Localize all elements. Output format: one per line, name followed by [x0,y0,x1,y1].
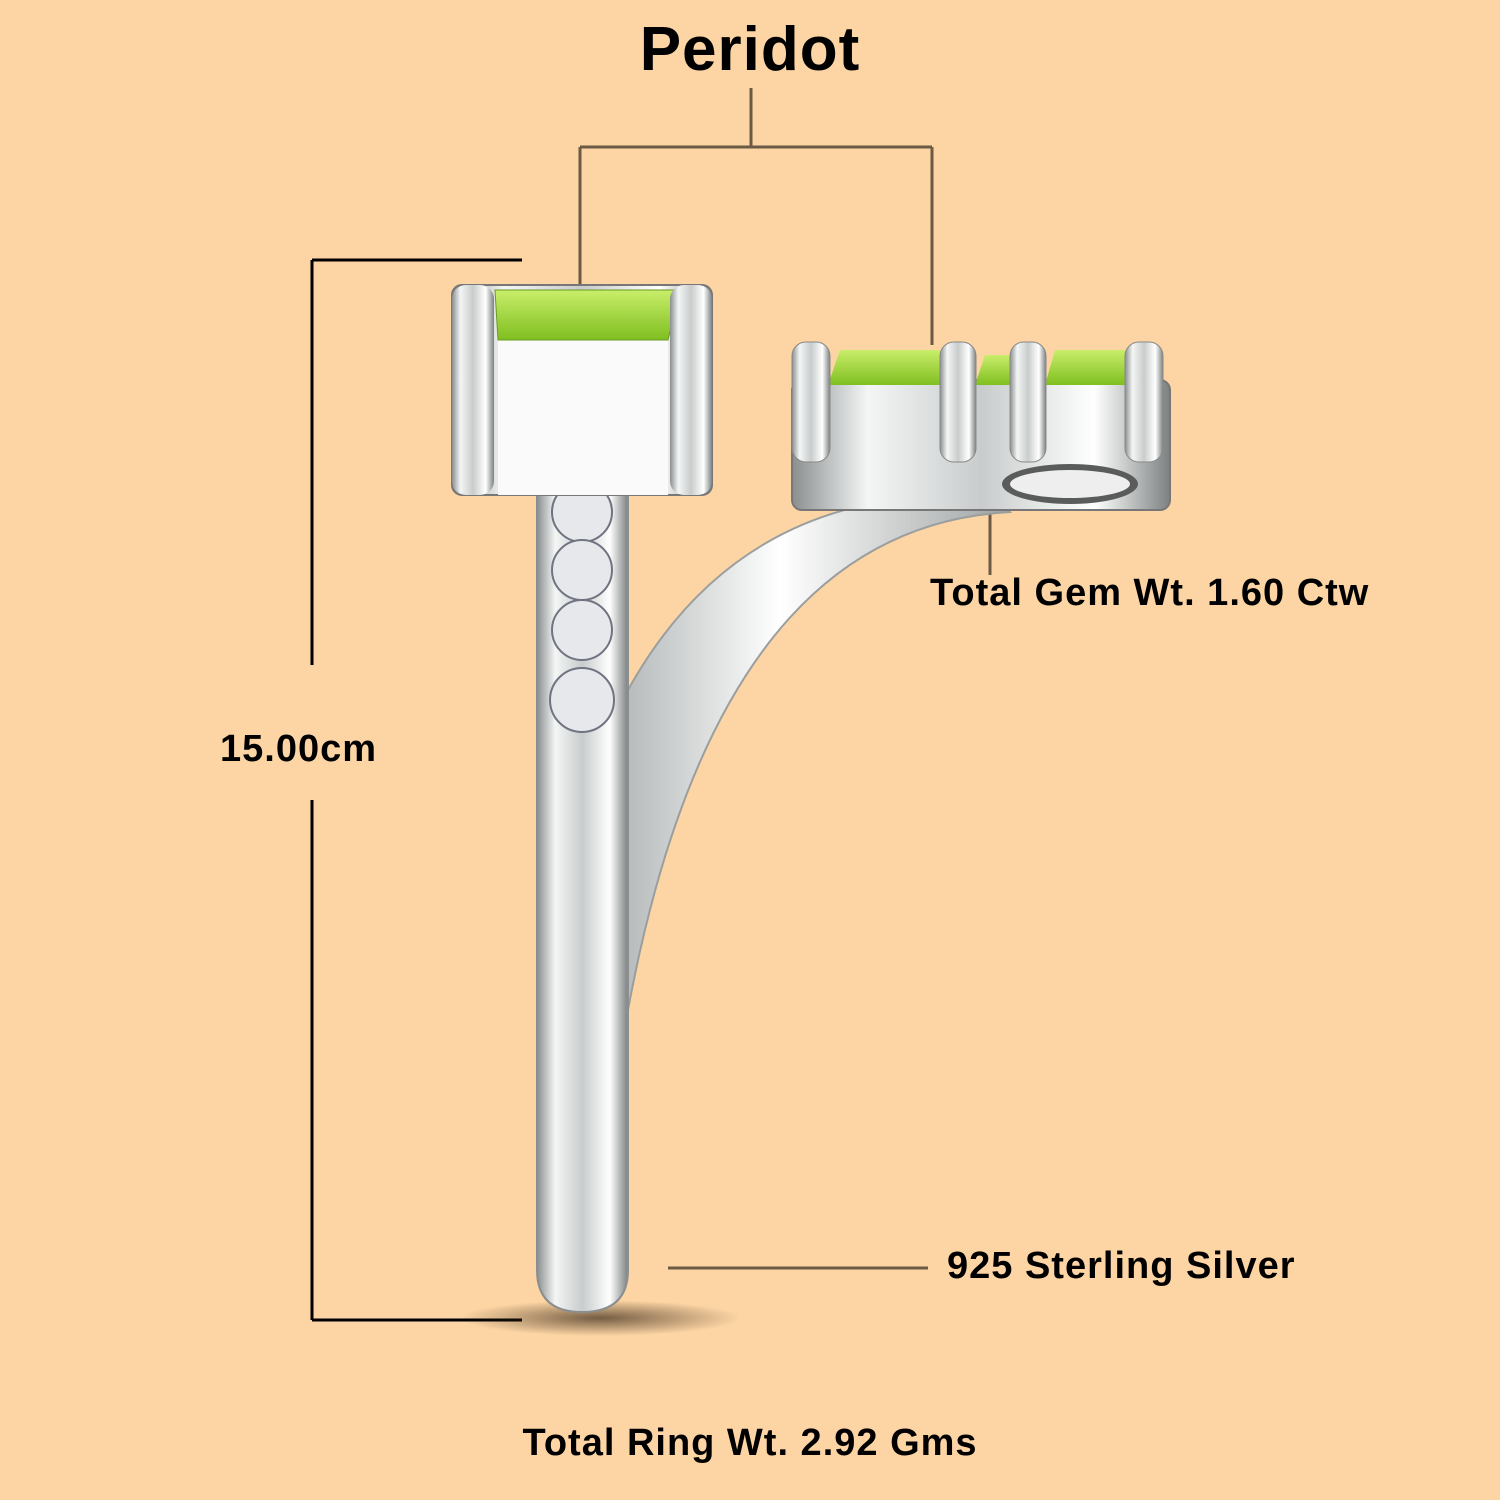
gem-bracket [578,88,992,1270]
ring-weight-label: Total Ring Wt. 2.92 Gms [522,1422,978,1464]
square-peridot-setting [451,284,713,496]
round-peridot-gem [828,350,945,385]
metal-label: 925 Sterling Silver [947,1245,1296,1287]
round-peridot-cluster [791,341,1171,511]
square-peridot-gem [494,289,681,341]
ring-arm [627,495,1013,1011]
gem-weight-label: Total Gem Wt. 1.60 Ctw [930,572,1370,614]
ring-shadow [460,1300,740,1336]
gemstone-title: Peridot [639,15,861,84]
round-peridot-gem [975,355,1012,385]
round-peridot-gem [1045,350,1135,385]
height-label: 15.00cm [220,728,378,770]
